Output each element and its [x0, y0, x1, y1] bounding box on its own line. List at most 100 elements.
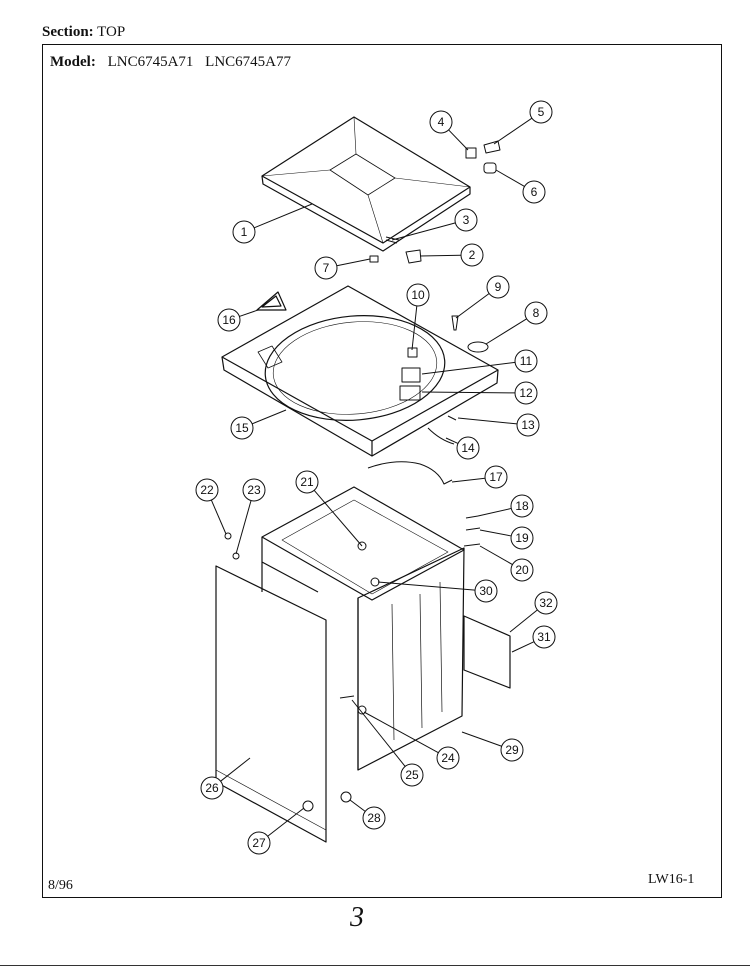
leader-line-25 [351, 699, 406, 767]
callout-circle-29 [500, 738, 524, 762]
part-leg-24 [357, 705, 367, 715]
callout-8: 8 [485, 301, 548, 345]
callout-label-13: 13 [521, 418, 535, 432]
callout-label-2: 2 [469, 248, 476, 262]
callout-label-31: 31 [537, 630, 551, 644]
callout-circle-2 [460, 243, 484, 267]
part-hinge-5 [483, 140, 501, 154]
part-top-panel [221, 285, 499, 457]
callout-17: 17 [451, 465, 508, 489]
leader-line-1 [253, 203, 313, 229]
callout-label-6: 6 [531, 185, 538, 199]
callout-circle-23 [242, 478, 266, 502]
callout-6: 6 [495, 169, 546, 204]
leader-line-13 [457, 417, 518, 425]
leader-line-9 [455, 293, 490, 319]
leader-line-18 [477, 507, 512, 517]
callout-label-28: 28 [367, 811, 381, 825]
callout-24: 24 [363, 711, 460, 770]
part-screw-7 [369, 255, 379, 263]
section-value: TOP [97, 24, 126, 40]
callout-circle-7 [314, 256, 338, 280]
callout-circle-3 [454, 208, 478, 232]
leader-line-4 [448, 129, 469, 151]
callout-circle-4 [429, 110, 453, 134]
leader-line-14 [445, 437, 459, 444]
callout-circle-27 [247, 831, 271, 855]
callout-circle-26 [200, 776, 224, 800]
callout-label-1: 1 [241, 225, 248, 239]
callout-label-23: 23 [247, 483, 261, 497]
callout-15: 15 [230, 409, 287, 440]
callout-30: 30 [377, 579, 498, 603]
model-number-1: LNC6745A71 [107, 54, 194, 70]
part-side-panel [215, 565, 327, 843]
part-cabinet-frame [261, 486, 465, 601]
leader-line-2 [419, 254, 462, 257]
part-13 [447, 415, 457, 421]
callout-circle-22 [195, 478, 219, 502]
part-25 [339, 695, 355, 699]
callout-10: 10 [406, 283, 430, 351]
model-number-2: LNC6745A77 [205, 54, 292, 70]
callout-circle-18 [510, 494, 534, 518]
callout-label-12: 12 [519, 386, 533, 400]
callout-label-7: 7 [323, 261, 330, 275]
leader-line-20 [479, 545, 513, 565]
callout-circle-21 [295, 470, 319, 494]
part-lid [261, 116, 471, 252]
part-hose-14 [427, 427, 455, 445]
callout-5: 5 [493, 100, 553, 145]
part-foot-28 [340, 791, 352, 803]
callout-12: 12 [421, 381, 538, 405]
callout-14: 14 [445, 436, 480, 460]
callout-9: 9 [455, 275, 510, 319]
part-screw-22 [224, 532, 232, 540]
part-bumper-6 [483, 162, 497, 174]
leader-line-30 [377, 581, 476, 591]
callout-label-21: 21 [300, 475, 314, 489]
callout-29: 29 [461, 731, 524, 762]
callout-2: 2 [419, 243, 484, 267]
part-switch-11 [401, 367, 421, 383]
callout-label-17: 17 [489, 470, 503, 484]
callout-13: 13 [457, 413, 540, 437]
leader-line-29 [461, 731, 502, 747]
callout-circle-10 [406, 283, 430, 307]
leader-line-5 [493, 117, 533, 145]
callout-22: 22 [195, 478, 227, 535]
callout-25: 25 [351, 699, 424, 787]
leader-line-24 [363, 711, 439, 754]
callout-circle-24 [436, 746, 460, 770]
callout-label-5: 5 [538, 105, 545, 119]
callout-circle-31 [532, 625, 556, 649]
callout-circle-30 [474, 579, 498, 603]
callout-circle-28 [362, 806, 386, 830]
callout-label-29: 29 [505, 743, 519, 757]
leader-line-10 [411, 305, 418, 351]
callout-circle-1 [232, 220, 256, 244]
callout-7: 7 [314, 256, 371, 280]
part-foot-27 [302, 800, 314, 812]
diagram-frame [42, 44, 722, 898]
part-ring-8 [467, 341, 489, 353]
part-clip-3 [385, 236, 400, 244]
leader-line-19 [479, 529, 512, 537]
leader-line-12 [421, 391, 516, 394]
callout-circle-5 [529, 100, 553, 124]
callout-label-9: 9 [495, 280, 502, 294]
model-label: Model: [50, 54, 96, 70]
leader-line-26 [220, 757, 251, 782]
callout-32: 32 [509, 591, 558, 633]
callout-26: 26 [200, 757, 251, 800]
callout-label-25: 25 [405, 768, 419, 782]
leader-line-17 [451, 477, 486, 483]
leader-line-21 [313, 490, 363, 547]
callout-label-18: 18 [515, 499, 529, 513]
part-cord-17 [367, 461, 453, 485]
part-cabinet-panel [357, 547, 465, 771]
callout-label-8: 8 [533, 306, 540, 320]
leader-line-15 [251, 409, 287, 425]
callout-circle-19 [510, 526, 534, 550]
callout-23: 23 [235, 478, 266, 555]
